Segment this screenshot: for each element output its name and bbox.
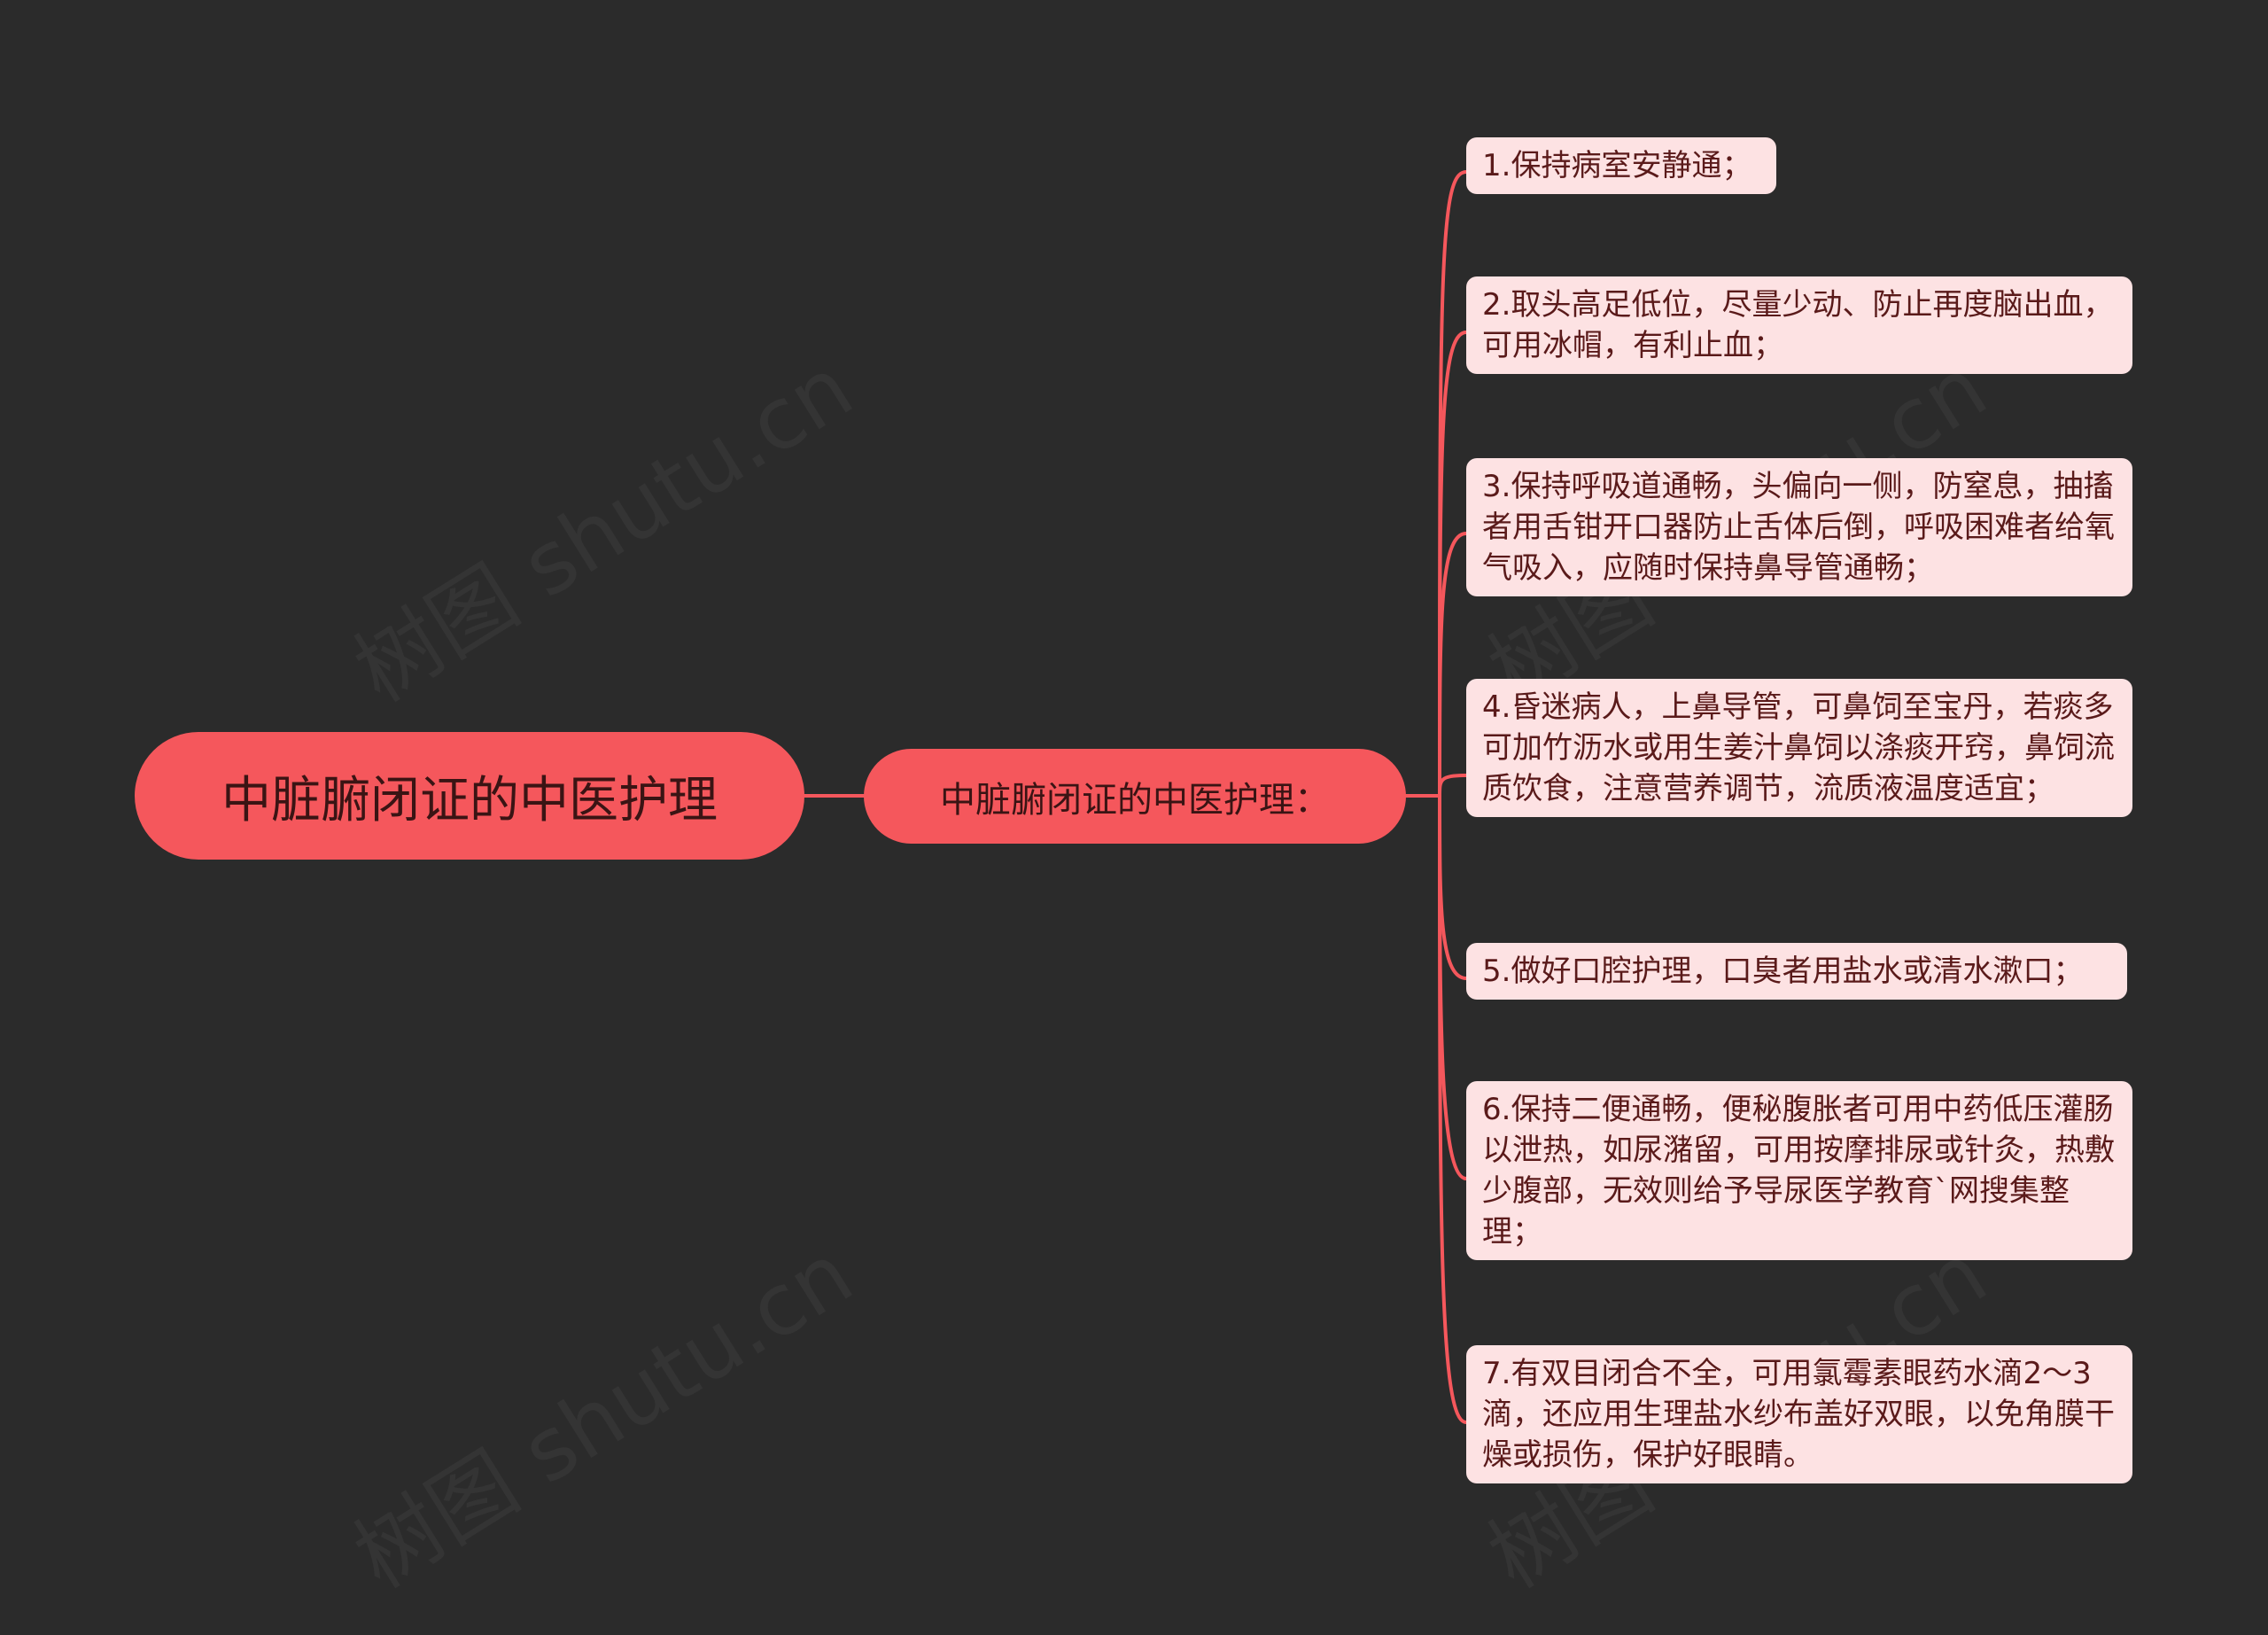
leaf-connector-4	[1438, 774, 1468, 798]
leaf-topic-6[interactable]: 6.保持二便通畅，便秘腹胀者可用中药低压灌肠以泄热，如尿潴留，可用按摩排尿或针灸…	[1466, 1081, 2132, 1260]
leaf-connector-1	[1438, 170, 1468, 798]
leaf-topic-2[interactable]: 2.取头高足低位，尽量少动、防止再度脑出血，可用冰帽，有利止血；	[1466, 276, 2132, 374]
root-topic[interactable]: 中脏腑闭证的中医护理	[135, 732, 804, 860]
leaf-connector-7	[1438, 794, 1468, 1424]
leaf-topic-7[interactable]: 7.有双目闭合不全，可用氯霉素眼药水滴2～3滴，还应用生理盐水纱布盖好双眼，以免…	[1466, 1345, 2132, 1483]
leaf-topic-3[interactable]: 3.保持呼吸道通畅，头偏向一侧，防窒息，抽搐者用舌钳开口器防止舌体后倒，呼吸困难…	[1466, 458, 2132, 596]
leaf-topic-5[interactable]: 5.做好口腔护理，口臭者用盐水或清水漱口；	[1466, 943, 2127, 1000]
leaf-connector-5	[1438, 794, 1468, 980]
leaf-connector-3	[1438, 532, 1468, 798]
branch-topic[interactable]: 中脏腑闭证的中医护理：	[864, 749, 1406, 844]
leaf-connector-2	[1438, 331, 1468, 798]
leaf-topic-1[interactable]: 1.保持病室安静通；	[1466, 137, 1776, 194]
leaf-connector-6	[1438, 794, 1468, 1180]
leaf-topic-4[interactable]: 4.昏迷病人，上鼻导管，可鼻饲至宝丹，若痰多可加竹沥水或用生姜汁鼻饲以涤痰开窍，…	[1466, 679, 2132, 817]
